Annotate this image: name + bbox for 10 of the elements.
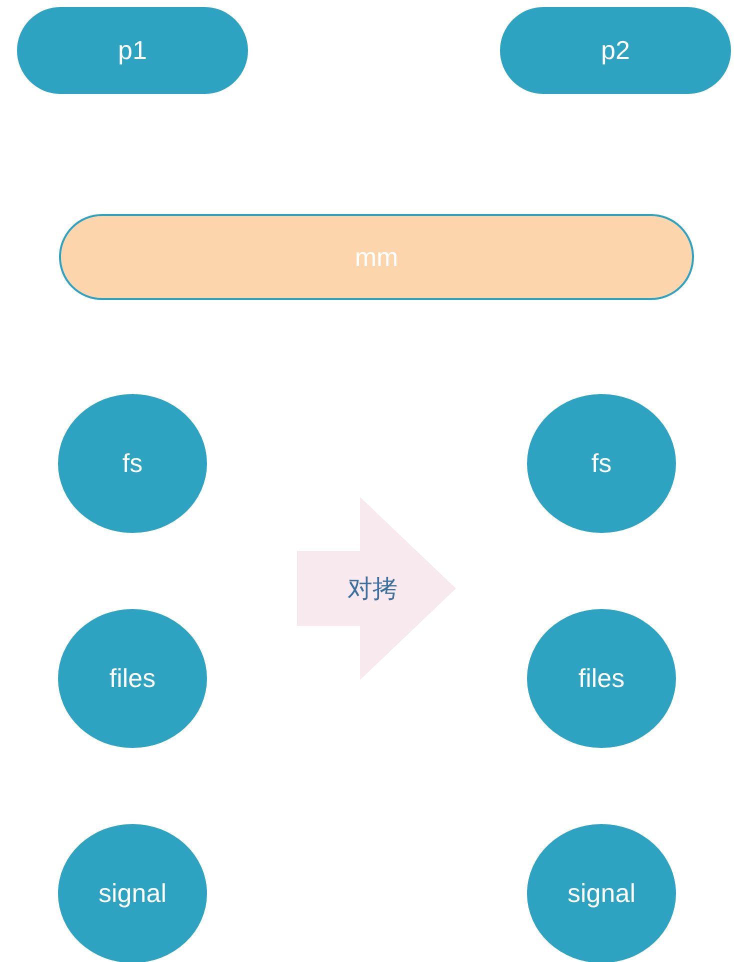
node-label: signal [98, 878, 166, 909]
node-label: fs [122, 448, 143, 479]
node-label: mm [354, 242, 398, 272]
node-label: 对拷 [348, 573, 398, 605]
node-label: signal [568, 878, 636, 909]
node-label: files [109, 663, 156, 694]
node-label: files [578, 663, 625, 694]
node-label: p1 [118, 35, 147, 66]
node-label: p2 [601, 35, 630, 66]
node-label: fs [591, 448, 612, 479]
